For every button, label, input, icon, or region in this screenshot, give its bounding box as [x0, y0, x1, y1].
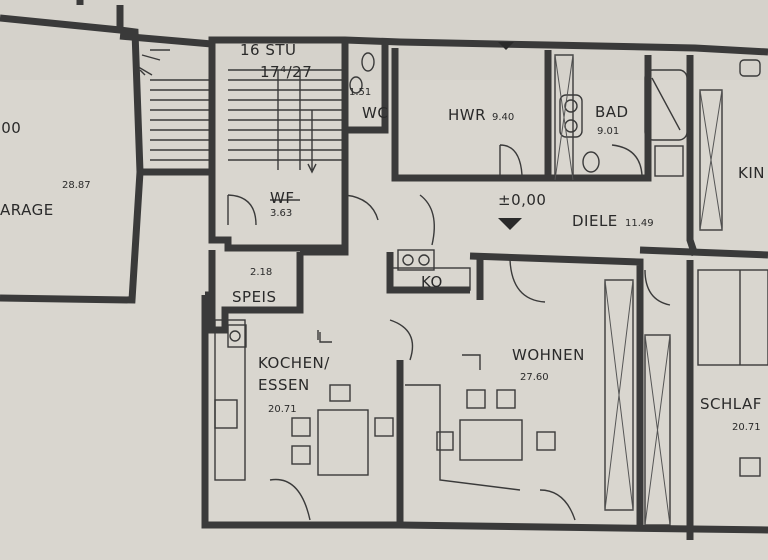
room-labels: ,00 28.87 ARAGE 16 STU 17⁴/27 1.51 WC HW…: [0, 41, 765, 433]
garage-name: ARAGE: [0, 201, 54, 219]
stairs-label: 16 STU: [240, 41, 297, 59]
wf-name: WF: [270, 189, 294, 207]
diele-level: ±0,00: [498, 191, 546, 209]
hwr-name: HWR: [448, 106, 486, 124]
stairs-ratio: 17⁴/27: [260, 63, 312, 81]
wc-area: 1.51: [349, 87, 371, 98]
hwr-area: 9.40: [492, 112, 514, 123]
bad-area: 9.01: [597, 126, 619, 137]
bad-name: BAD: [595, 103, 629, 121]
wc-name: WC: [362, 104, 388, 122]
garage-level: ,00: [0, 119, 21, 137]
ko-name: KO: [421, 273, 443, 291]
wohnen-name: WOHNEN: [512, 346, 585, 364]
diele-name: DIELE: [572, 212, 618, 230]
schlaf-name: SCHLAF: [700, 395, 762, 413]
kochen-area: 20.71: [268, 404, 297, 415]
stair-treads: [134, 49, 345, 174]
kochen-name: KOCHEN/: [258, 354, 330, 372]
wohnen-area: 27.60: [520, 372, 549, 383]
wf-area: 3.63: [270, 208, 292, 219]
door-swings: [227, 144, 671, 521]
diele-area: 11.49: [625, 218, 654, 229]
kind-name: KIN: [738, 164, 765, 182]
speis-area: 2.18: [250, 267, 272, 278]
speis-name: SPEIS: [232, 288, 277, 306]
schlaf-area: 20.71: [732, 422, 761, 433]
essen-name: ESSEN: [258, 376, 310, 394]
fixtures: [214, 42, 768, 526]
garage-area: 28.87: [62, 180, 91, 191]
